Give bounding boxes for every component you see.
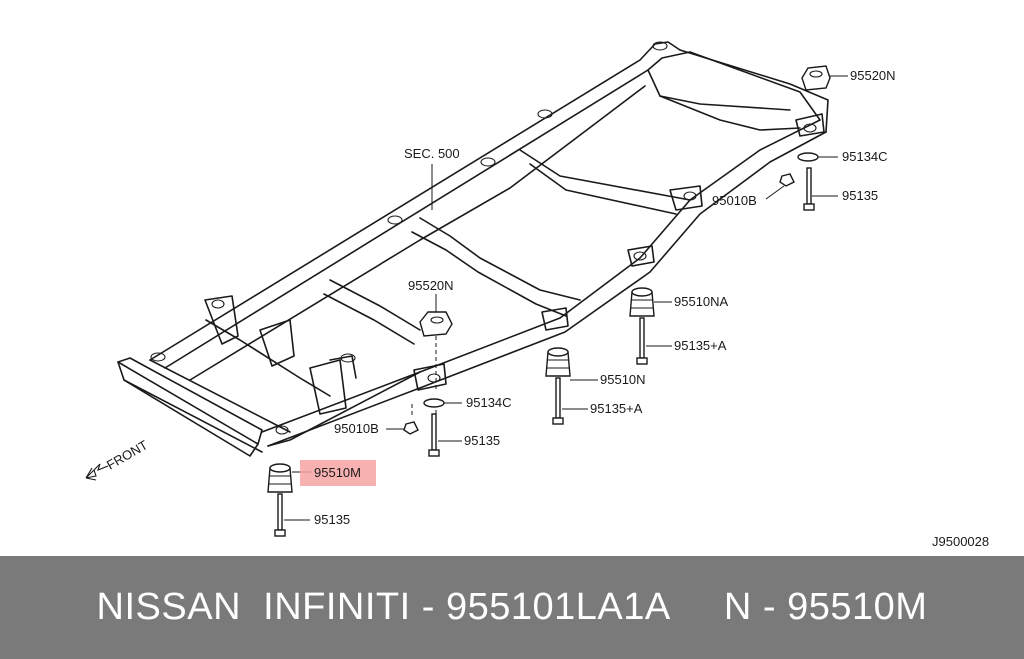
parts-diagram: SEC. 500 95520N 95134C 95010B 95135 9551… bbox=[85, 41, 990, 549]
bolt-95135a-upper bbox=[636, 317, 648, 365]
reference-code: J9500028 bbox=[932, 534, 989, 549]
insulator-95510m bbox=[267, 463, 293, 493]
insulator-95510n bbox=[545, 347, 571, 377]
label-95134c-mid: 95134C bbox=[466, 395, 512, 410]
insulator-95510na bbox=[629, 287, 655, 317]
label-95010b-right: 95010B bbox=[712, 193, 757, 208]
label-95135-right: 95135 bbox=[842, 188, 878, 203]
part-number-caption: NISSAN INFINITI - 955101LA1A N - 95510M bbox=[96, 586, 928, 628]
part-labels: SEC. 500 95520N 95134C 95010B 95135 9551… bbox=[314, 68, 989, 549]
bolt-95135-bottom bbox=[274, 493, 286, 537]
washer-95134c-mid bbox=[423, 398, 445, 408]
label-95510m: 95510M bbox=[314, 465, 361, 480]
label-sec500: SEC. 500 bbox=[404, 146, 460, 161]
footer-bar: NISSAN INFINITI - 955101LA1A N - 95510M bbox=[0, 556, 1024, 659]
body-mount-95520n-mid bbox=[419, 311, 453, 337]
label-95520n-mid: 95520N bbox=[408, 278, 454, 293]
front-label: FRONT bbox=[104, 437, 150, 472]
label-95135-mid: 95135 bbox=[464, 433, 500, 448]
bolt-95135-mid bbox=[428, 413, 440, 457]
label-95134c-right: 95134C bbox=[842, 149, 888, 164]
label-95010b-mid: 95010B bbox=[334, 421, 379, 436]
washer-95134c-right bbox=[797, 152, 819, 162]
bolt-95135a-lower bbox=[552, 377, 564, 425]
label-95510n: 95510N bbox=[600, 372, 646, 387]
label-95135a-upper: 95135+A bbox=[674, 338, 727, 353]
label-95510na: 95510NA bbox=[674, 294, 729, 309]
label-95135-bottom: 95135 bbox=[314, 512, 350, 527]
label-95135a-lower: 95135+A bbox=[590, 401, 643, 416]
nut-95010b-right bbox=[779, 173, 795, 187]
front-direction-arrow: FRONT bbox=[85, 437, 150, 481]
frame-illustration: SEC. 500 95520N 95134C 95010B 95135 9551… bbox=[85, 41, 989, 549]
bolt-95135-right bbox=[803, 167, 815, 211]
chassis-frame bbox=[117, 41, 829, 457]
nut-95010b-mid bbox=[403, 421, 419, 435]
label-95520n-top: 95520N bbox=[850, 68, 896, 83]
leader-lines bbox=[284, 75, 848, 521]
highlight-box bbox=[300, 460, 376, 486]
body-mount-95520n-top bbox=[801, 65, 831, 91]
